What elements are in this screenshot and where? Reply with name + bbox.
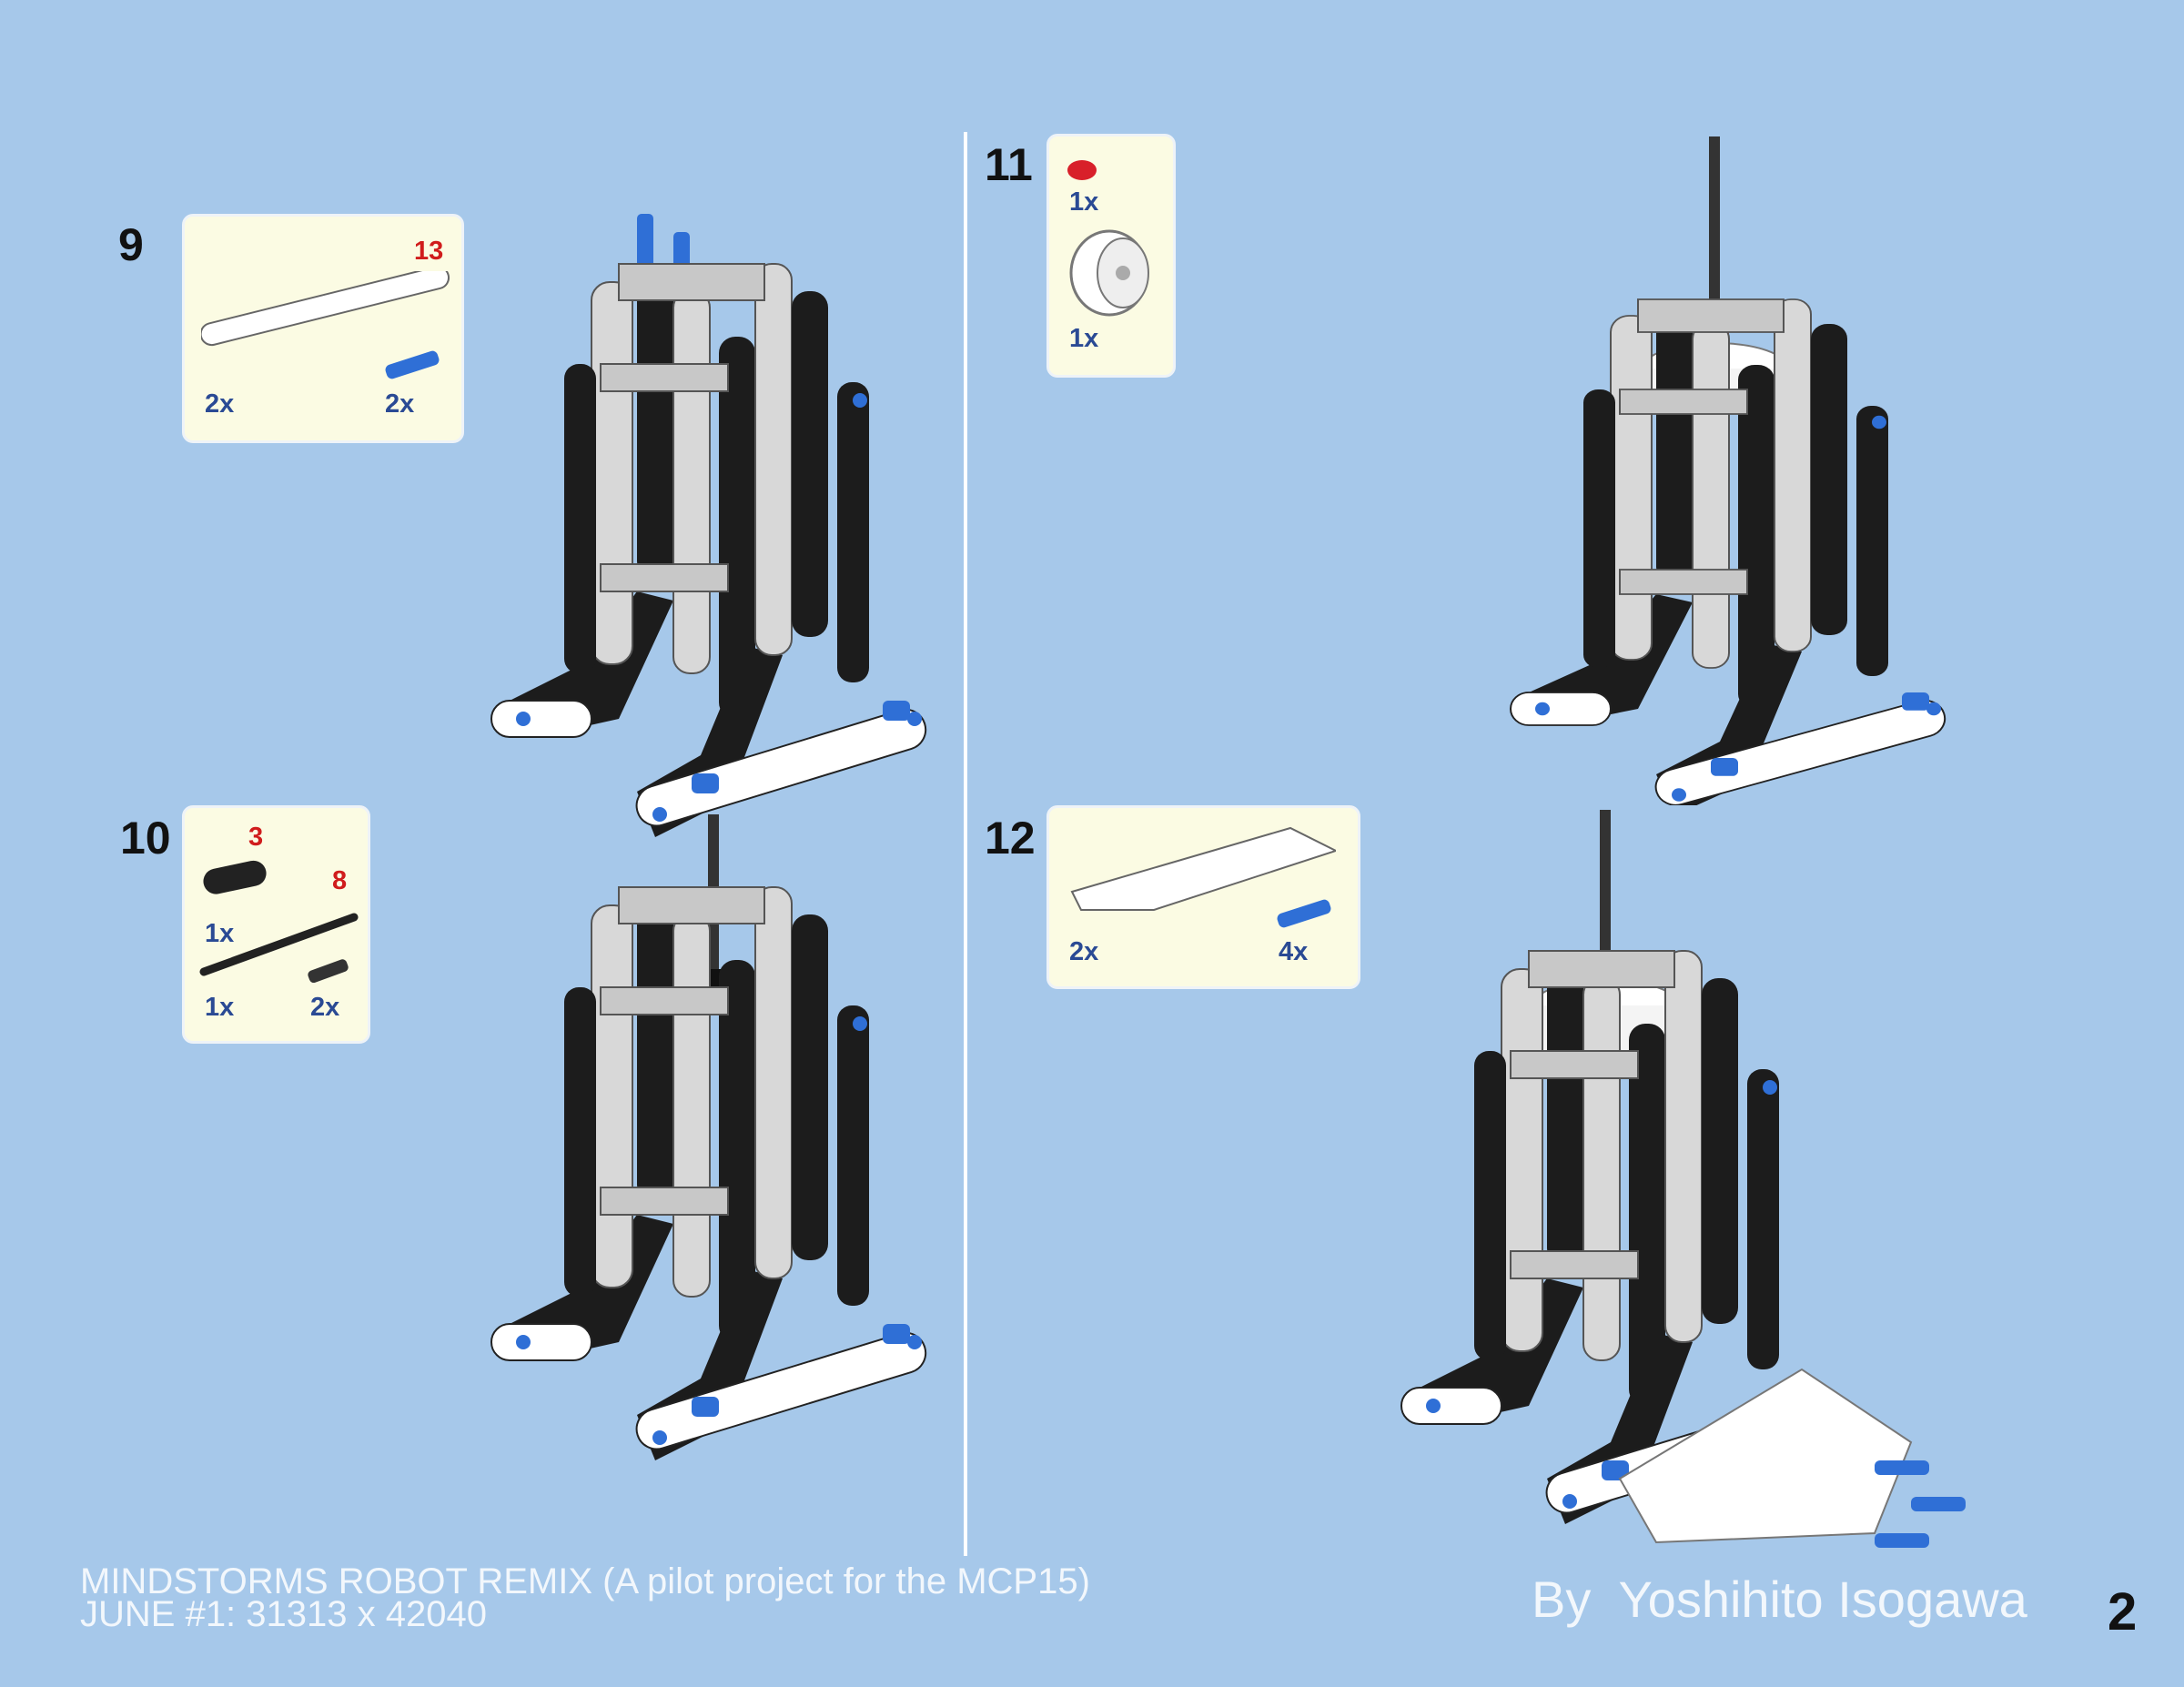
parts-list-box: 3 8 1x 1x 2x — [182, 805, 370, 1044]
project-title: MINDSTORMS ROBOT REMIX (A pilot project … — [80, 1561, 1090, 1634]
black-pin-icon — [308, 959, 349, 984]
project-title-line-2: JUNE #1: 31313 x 42040 — [80, 1594, 487, 1634]
axle-8-icon — [199, 913, 359, 976]
step-number: 11 — [985, 139, 1033, 190]
part-quantity: 2x — [1069, 937, 1099, 966]
part-quantity: 2x — [385, 389, 415, 419]
part-quantity: 1x — [1069, 187, 1099, 217]
part-quantity: 1x — [205, 993, 235, 1022]
beam-3-icon — [203, 860, 267, 894]
part-quantity: 2x — [205, 389, 235, 419]
blue-pin-icon — [1277, 899, 1331, 928]
step-11-model-illustration — [1510, 136, 1951, 805]
wheel-hub-icon — [1069, 229, 1149, 317]
part-length-label: 3 — [248, 823, 264, 852]
step-number: 9 — [118, 219, 144, 270]
parts-list-box: 13 2x 2x — [182, 214, 464, 443]
column-divider — [964, 132, 967, 1556]
step-12-model-illustration — [1400, 810, 1966, 1548]
step-10-model-illustration — [490, 814, 932, 1461]
panel-icon — [1070, 826, 1336, 911]
part-quantity: 2x — [310, 993, 340, 1022]
red-bush-icon — [1067, 160, 1097, 180]
beam-13-icon — [201, 271, 450, 347]
page-number: 2 — [2108, 1582, 2138, 1642]
project-title-line-1: MINDSTORMS ROBOT REMIX (A pilot project … — [80, 1561, 1090, 1601]
step-number: 10 — [120, 813, 171, 864]
blue-pin-icon — [385, 350, 440, 379]
parts-list-box: 2x 4x — [1046, 805, 1360, 989]
part-length-label: 13 — [414, 237, 444, 266]
parts-list-box: 1x 1x — [1046, 134, 1176, 378]
part-quantity: 4x — [1279, 937, 1309, 966]
part-quantity: 1x — [1069, 324, 1099, 353]
step-number: 12 — [985, 813, 1036, 864]
part-length-label: 8 — [332, 866, 348, 895]
part-quantity: 1x — [205, 919, 235, 948]
author-credit: By Yoshihito Isogawa — [1532, 1571, 2027, 1628]
step-9-model-illustration — [490, 214, 932, 838]
